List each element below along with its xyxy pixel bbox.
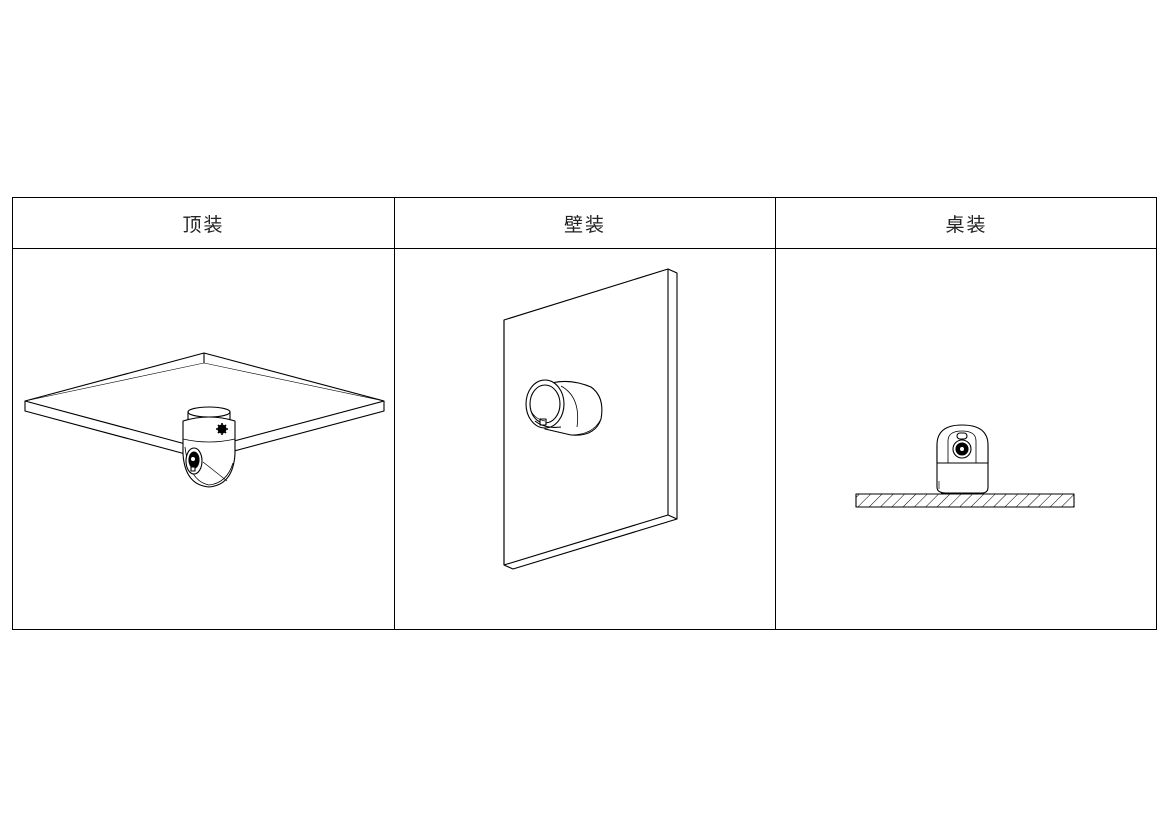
desk-mounted-camera-icon	[855, 424, 1075, 508]
column-divider	[394, 198, 395, 629]
desk-mount-cell	[776, 249, 1157, 630]
mounting-methods-table: 顶装 壁装 桌装	[12, 197, 1157, 630]
ceiling-mounted-camera-icon	[24, 352, 385, 488]
header-wall-mount: 壁装	[563, 213, 606, 236]
column-divider	[775, 198, 776, 629]
header-ceiling-mount: 顶装	[182, 213, 225, 236]
wall-mount-cell	[395, 249, 775, 630]
table-header-row	[13, 198, 1156, 249]
wall-mounted-camera-icon	[503, 268, 678, 570]
header-desk-mount: 桌装	[945, 213, 988, 236]
ceiling-mount-cell	[13, 249, 394, 630]
